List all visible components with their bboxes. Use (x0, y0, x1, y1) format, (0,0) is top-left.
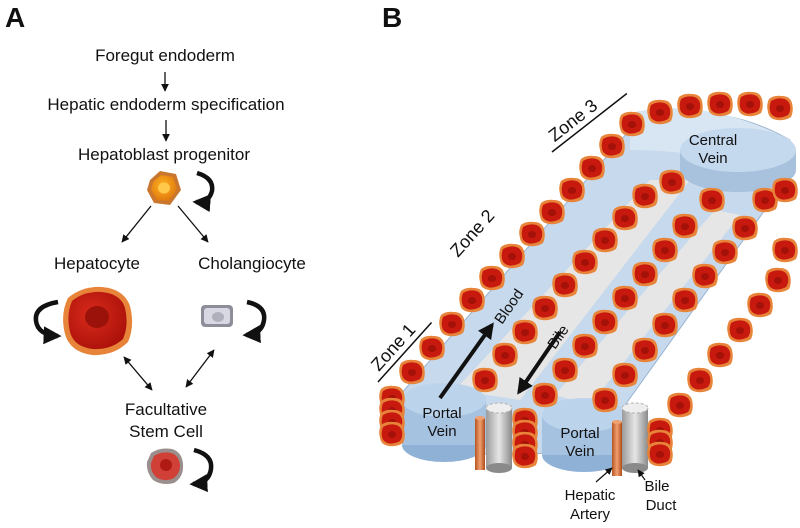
step-hepatoblast-progenitor: Hepatoblast progenitor (78, 145, 250, 164)
central-vein-icon (680, 128, 796, 192)
portal-vein-right-line2: Vein (565, 443, 594, 460)
hepatocyte-self-renewal-arrow-icon (33, 299, 62, 345)
central-vein-line1: Central (689, 132, 737, 149)
hepatic-artery-line2: Artery (570, 506, 611, 523)
hepatocyte-cell-icon (63, 286, 133, 356)
hepatic-artery-left-icon (475, 416, 485, 470)
bile-flow-arrow (517, 330, 562, 395)
blood-flow-arrow (438, 322, 494, 400)
portal-vein-right-line1: Portal (560, 425, 599, 442)
label-cholangiocyte: Cholangiocyte (198, 254, 306, 273)
hepatic-artery-pointer (595, 467, 613, 483)
portal-vein-left-icon (402, 383, 486, 462)
portal-vein-left-line1: Portal (422, 405, 461, 422)
stem-cell-self-renewal-arrow-icon (189, 447, 214, 493)
zone-2-label: Zone 2 (446, 206, 498, 261)
panel-a-letter: A (5, 2, 25, 33)
arrow-hepatoblast-to-cholangiocyte (177, 205, 209, 243)
arrow-hepatocyte-stemcell (123, 356, 153, 391)
label-hepatocyte: Hepatocyte (54, 254, 140, 273)
panel-b-letter: B (382, 2, 402, 33)
bile-duct-pointer (637, 469, 646, 481)
stem-cell-icon (146, 448, 184, 484)
zone-2-text: Zone 2 (446, 206, 498, 261)
self-renewal-arrow-icon (192, 170, 215, 213)
arrow-hepatoblast-to-hepatocyte (121, 205, 152, 243)
bile-duct-line2: Duct (646, 497, 678, 514)
step-hepatic-specification: Hepatic endoderm specification (47, 95, 284, 114)
arrow-cholangiocyte-stemcell (185, 349, 215, 388)
step-foregut-endoderm: Foregut endoderm (95, 46, 235, 65)
hepatic-artery-line1: Hepatic (565, 487, 616, 504)
central-vein-line2: Vein (698, 150, 727, 167)
cholangiocyte-cell-icon (201, 305, 233, 327)
hepatic-artery-right-icon (612, 420, 622, 476)
portal-vein-left-line2: Vein (427, 423, 456, 440)
cholangiocyte-self-renewal-arrow-icon (242, 299, 267, 344)
label-facultative: Facultative (125, 400, 207, 419)
bile-duct-right-icon (621, 402, 649, 473)
hepatoblast-cell-icon (147, 171, 181, 205)
bile-duct-left-icon (485, 402, 513, 473)
bile-duct-line1: Bile (644, 478, 669, 495)
label-stem-cell: Stem Cell (129, 422, 203, 441)
